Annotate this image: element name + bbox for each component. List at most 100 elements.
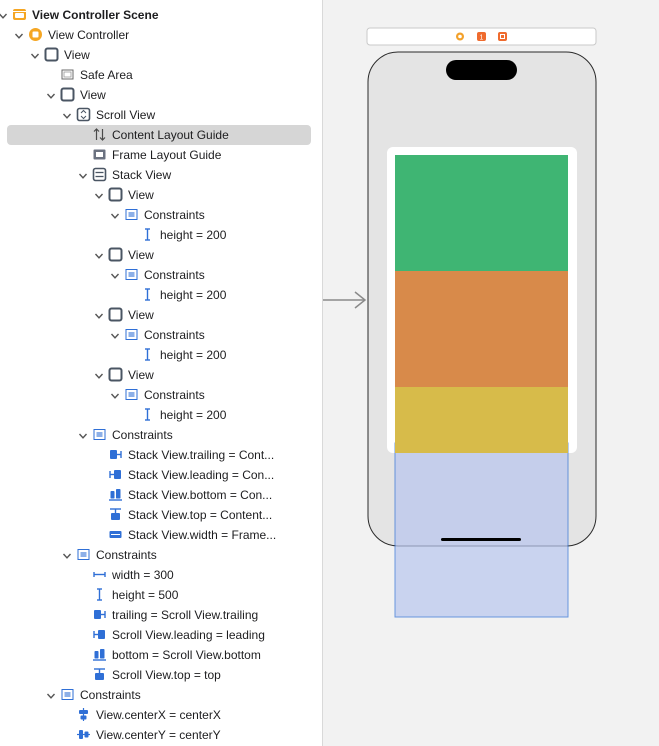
outline-row[interactable]: View: [0, 85, 322, 105]
disclosure-chevron-icon[interactable]: [110, 330, 120, 340]
outline-row-label: Constraints: [96, 548, 157, 562]
outline-row[interactable]: Safe Area: [0, 65, 322, 85]
outline-row[interactable]: View: [0, 245, 322, 265]
disclosure-chevron-icon[interactable]: [30, 50, 40, 60]
outline-row[interactable]: Content Layout Guide: [0, 125, 322, 145]
trailing-constraint-icon: [92, 607, 107, 622]
selection-highlight: [7, 125, 311, 145]
outline-row-label: Safe Area: [80, 68, 133, 82]
disclosure-chevron-icon[interactable]: [110, 390, 120, 400]
stack-view[interactable]: [395, 155, 568, 453]
outline-row[interactable]: height = 200: [0, 405, 322, 425]
outline-row[interactable]: View.centerX = centerX: [0, 705, 322, 725]
disclosure-chevron-icon[interactable]: [94, 250, 104, 260]
disclosure-chevron-icon[interactable]: [14, 30, 24, 40]
outline-row[interactable]: height = 200: [0, 345, 322, 365]
outline-row[interactable]: Stack View: [0, 165, 322, 185]
disclosure-chevron-icon[interactable]: [62, 110, 72, 120]
outline-row-label: Scroll View: [96, 108, 156, 122]
first-responder-dock-icon[interactable]: 1: [477, 32, 486, 42]
outline-row-label: width = 300: [112, 568, 174, 582]
disclosure-chevron-icon[interactable]: [94, 370, 104, 380]
outline-row[interactable]: Constraints: [0, 425, 322, 445]
outline-row[interactable]: View Controller Scene: [0, 5, 322, 25]
disclosure-chevron-icon[interactable]: [46, 690, 56, 700]
outline-row-label: View: [64, 48, 90, 62]
outline-row[interactable]: Stack View.bottom = Con...: [0, 485, 322, 505]
disclosure-chevron-icon[interactable]: [0, 10, 8, 20]
outline-row[interactable]: Scroll View.leading = leading: [0, 625, 322, 645]
outline-row[interactable]: View: [0, 365, 322, 385]
outline-row[interactable]: height = 500: [0, 585, 322, 605]
storyboard-canvas[interactable]: 1: [323, 0, 659, 746]
disclosure-chevron-icon[interactable]: [46, 90, 56, 100]
content-layout-guide-overlay[interactable]: [394, 442, 569, 618]
disclosure-chevron-icon[interactable]: [62, 550, 72, 560]
outline-row[interactable]: Frame Layout Guide: [0, 145, 322, 165]
scene-dock[interactable]: 1: [366, 27, 597, 46]
disclosure-chevron-icon[interactable]: [110, 210, 120, 220]
stack-subview[interactable]: [395, 155, 568, 271]
exit-dock-icon[interactable]: [498, 32, 507, 41]
outline-row-label: Constraints: [112, 428, 173, 442]
outline-row[interactable]: Constraints: [0, 545, 322, 565]
outline-row[interactable]: Stack View.width = Frame...: [0, 525, 322, 545]
entry-point-arrow-icon[interactable]: [323, 291, 367, 309]
frame-layout-guide-icon: [92, 147, 107, 162]
outline-row[interactable]: Constraints: [0, 685, 322, 705]
disclosure-chevron-icon[interactable]: [78, 170, 88, 180]
outline-row[interactable]: Scroll View.top = top: [0, 665, 322, 685]
outline-row[interactable]: View: [0, 45, 322, 65]
width-equal-constraint-icon: [108, 527, 123, 542]
stack-subview[interactable]: [395, 271, 568, 387]
outline-row-label: Scroll View.top = top: [112, 668, 221, 682]
outline-row-label: View: [128, 188, 154, 202]
scroll-view-icon: [76, 107, 91, 122]
outline-row[interactable]: Constraints: [0, 265, 322, 285]
view-controller-dock-icon[interactable]: [456, 32, 464, 41]
center-y-constraint-icon: [76, 727, 91, 742]
outline-row[interactable]: View Controller: [0, 25, 322, 45]
outline-row-label: View Controller Scene: [32, 8, 159, 22]
outline-row-label: height = 500: [112, 588, 179, 602]
outline-row[interactable]: Stack View.trailing = Cont...: [0, 445, 322, 465]
outline-row-label: Stack View: [112, 168, 172, 182]
outline-row[interactable]: Stack View.top = Content...: [0, 505, 322, 525]
outline-row[interactable]: View: [0, 305, 322, 325]
outline-row[interactable]: height = 200: [0, 285, 322, 305]
stack-subview[interactable]: [395, 387, 568, 453]
outline-row[interactable]: height = 200: [0, 225, 322, 245]
outline-row[interactable]: trailing = Scroll View.trailing: [0, 605, 322, 625]
outline-row-label: Constraints: [144, 388, 205, 402]
outline-row-label: height = 200: [160, 228, 227, 242]
outline-row-label: View.centerX = centerX: [96, 708, 221, 722]
outline-row-label: trailing = Scroll View.trailing: [112, 608, 259, 622]
outline-row[interactable]: View: [0, 185, 322, 205]
constraints-icon: [76, 547, 91, 562]
outline-row-label: Stack View.bottom = Con...: [128, 488, 273, 502]
disclosure-chevron-icon[interactable]: [94, 190, 104, 200]
outline-row[interactable]: Constraints: [0, 205, 322, 225]
home-indicator: [441, 538, 521, 541]
scene-icon: [12, 7, 27, 22]
outline-row[interactable]: Constraints: [0, 385, 322, 405]
outline-row-label: View: [80, 88, 106, 102]
view-icon: [108, 367, 123, 382]
outline-row[interactable]: Scroll View: [0, 105, 322, 125]
outline-row-label: Stack View.width = Frame...: [128, 528, 277, 542]
outline-row[interactable]: View.centerY = centerY: [0, 725, 322, 745]
height-constraint-icon: [140, 347, 155, 362]
outline-row[interactable]: width = 300: [0, 565, 322, 585]
leading-constraint-icon: [108, 467, 123, 482]
constraints-icon: [92, 427, 107, 442]
disclosure-chevron-icon[interactable]: [94, 310, 104, 320]
constraints-icon: [124, 207, 139, 222]
disclosure-chevron-icon[interactable]: [110, 270, 120, 280]
outline-row[interactable]: bottom = Scroll View.bottom: [0, 645, 322, 665]
constraints-icon: [124, 387, 139, 402]
outline-row[interactable]: Stack View.leading = Con...: [0, 465, 322, 485]
outline-row-label: View: [128, 308, 154, 322]
height-constraint-icon: [140, 287, 155, 302]
outline-row[interactable]: Constraints: [0, 325, 322, 345]
disclosure-chevron-icon[interactable]: [78, 430, 88, 440]
